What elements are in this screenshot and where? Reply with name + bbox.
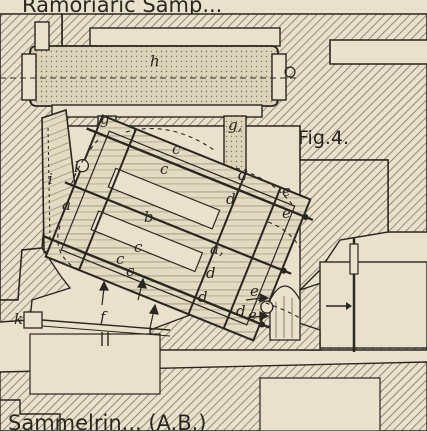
bottom-valve (23, 311, 171, 346)
figure-label: Fig.4. (298, 127, 349, 149)
label-a-left: a (62, 196, 71, 214)
label-h: h (150, 52, 160, 70)
dust-damper (269, 285, 301, 341)
outflow-arrows (245, 293, 270, 321)
label-d-top: d (238, 166, 248, 184)
label-a1: a, (210, 240, 224, 258)
label-d1: d (226, 190, 236, 208)
bottom-text-fragment: Sammelrin... (A.B.) (8, 411, 207, 431)
label-f: f (99, 308, 108, 326)
exhaust-duct (299, 159, 427, 352)
filter-drum (42, 114, 314, 342)
label-g: g (100, 110, 110, 128)
label-c-top1: c (172, 140, 181, 158)
label-c-bot1: c (126, 262, 135, 280)
label-e2: e (282, 204, 291, 222)
label-b: b (144, 208, 154, 226)
label-d2: d (206, 264, 216, 282)
label-g1: g, (228, 116, 242, 134)
label-e1: e (282, 182, 291, 200)
gas-flow-lines (57, 128, 301, 319)
top-text-fragment: Ramoriaric Samp... (22, 0, 222, 17)
label-c-bot2: c (116, 250, 125, 268)
header-chamber (0, 21, 300, 118)
label-d4: d (236, 302, 246, 320)
label-e4: e (248, 306, 257, 324)
label-l: l (74, 158, 79, 176)
label-e3: e (250, 282, 259, 300)
label-d3: d (198, 288, 208, 306)
label-c-mid: c (134, 238, 143, 256)
label-c-top2: c (160, 160, 169, 178)
label-i: i (48, 170, 53, 188)
inflow-arrows (99, 277, 159, 329)
label-k: k (14, 310, 23, 328)
lower-masonry (0, 247, 427, 431)
